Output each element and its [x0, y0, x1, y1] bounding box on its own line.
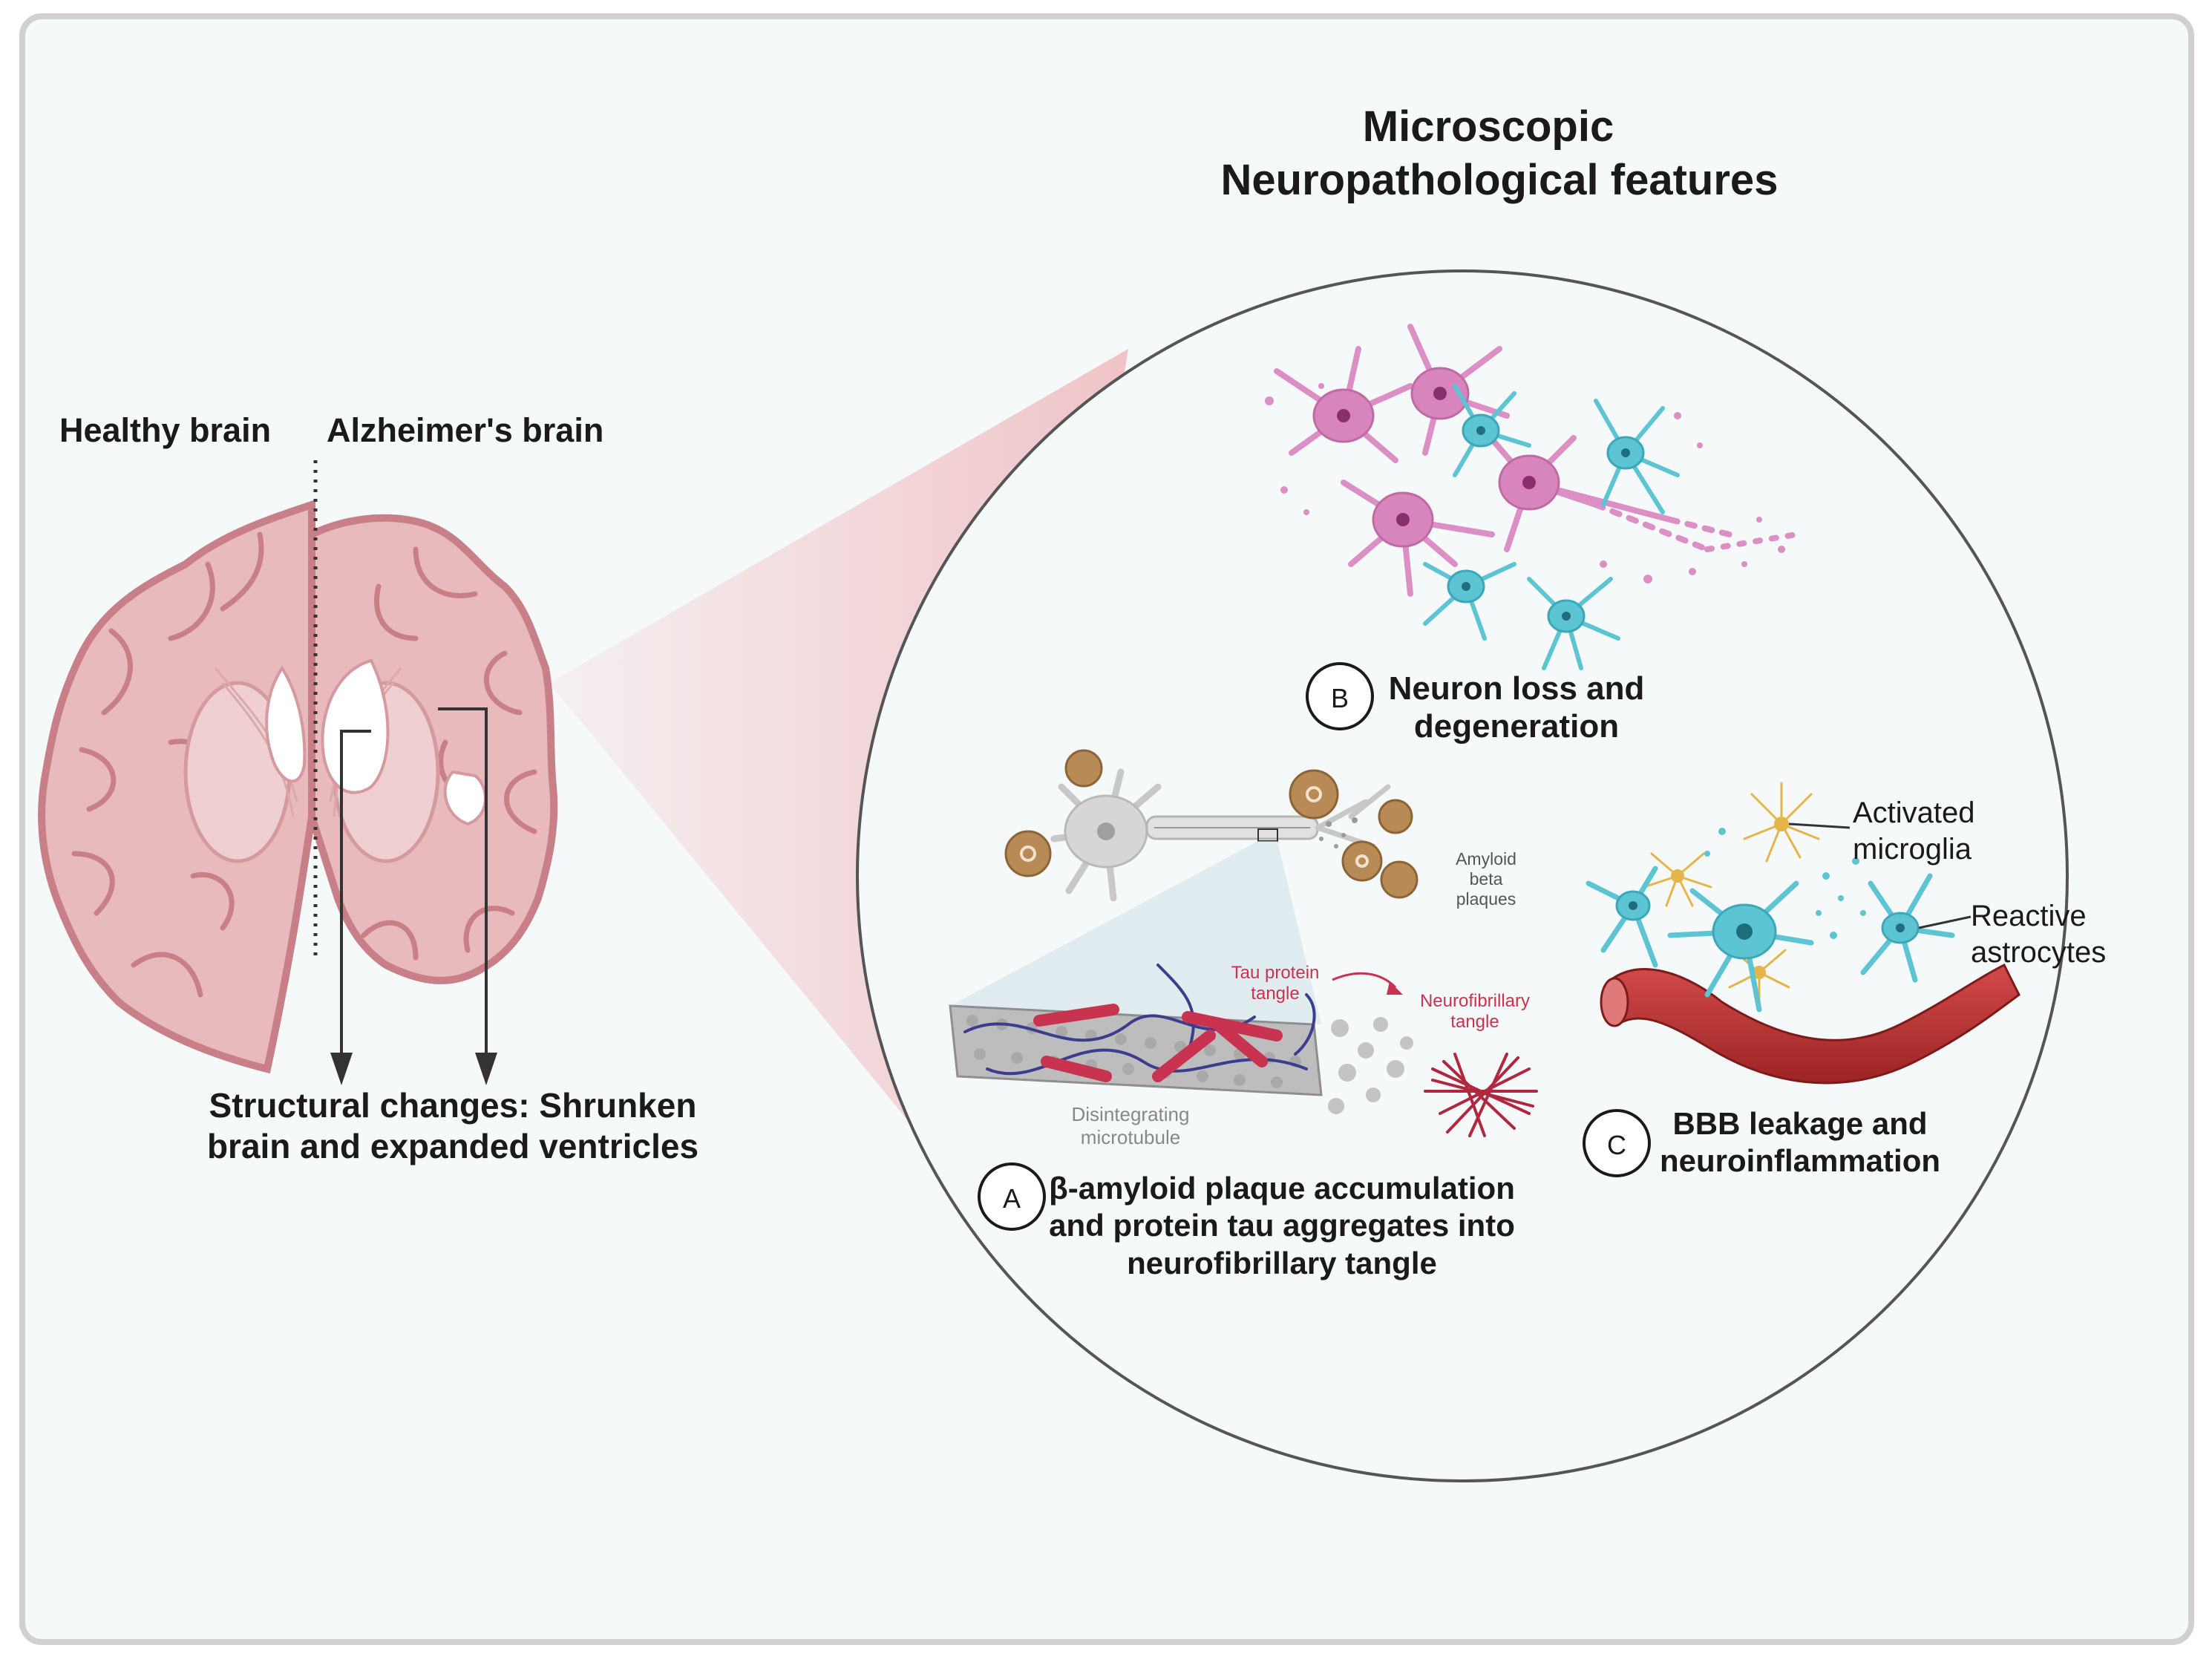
panel-a-letter: A: [1003, 1183, 1021, 1214]
caption-arrows: [340, 707, 488, 1054]
bbb-illustration: [1586, 782, 2020, 1085]
panel-a-caption-line3: neurofibrillary tangle: [1127, 1246, 1437, 1281]
panel-b-caption-line2: degeneration: [1414, 708, 1619, 745]
nft-label-line1: Neurofibrillary: [1420, 991, 1530, 1011]
alzheimers-brain-label: Alzheimer's brain: [327, 411, 603, 449]
title-line1: Microscopic: [1363, 102, 1614, 151]
microtubule-illustration: [949, 964, 1538, 1137]
astrocytes-label-line2: astrocytes: [1971, 936, 2106, 969]
panel-b-letter: B: [1331, 683, 1349, 713]
amyloid-label-line1: Amyloid: [1456, 849, 1516, 869]
microglia-label-line1: Activated: [1853, 797, 1975, 829]
microtubule-label-line1: Disintegrating: [1072, 1103, 1190, 1125]
structural-caption-line2: brain and expanded ventricles: [207, 1127, 698, 1165]
brain-section-illustration: [38, 500, 558, 1074]
tau-label-line1: Tau protein: [1231, 963, 1320, 983]
nft-label-line2: tangle: [1450, 1012, 1499, 1032]
astrocytes-label-line1: Reactive: [1971, 900, 2087, 932]
microglia-label-line2: microglia: [1853, 833, 1972, 866]
alzheimer-sulcus-gap: [443, 770, 487, 826]
amyloid-label-line2: beta: [1470, 869, 1503, 889]
microscopic-circle: [856, 269, 2069, 1482]
title-line2: Neuropathological features: [1221, 156, 1779, 204]
healthy-brain-label: Healthy brain: [59, 411, 271, 449]
amyloid-neuron-illustration: [1004, 749, 1419, 902]
panel-a-caption-line2: and protein tau aggregates into: [1049, 1208, 1515, 1243]
panel-a-badge: [978, 1162, 1046, 1231]
amyloid-label-line3: plaques: [1456, 889, 1516, 909]
healthy-hemisphere: [38, 500, 315, 1074]
panel-a-caption-line1: β-amyloid plaque accumulation: [1049, 1171, 1515, 1206]
panel-c-letter: C: [1607, 1130, 1626, 1160]
panel-c-badge: [1583, 1109, 1651, 1177]
panel-b-caption-line1: Neuron loss and: [1389, 670, 1645, 707]
structural-caption-line1: Structural changes: Shrunken: [209, 1086, 697, 1125]
healthy-ventricle: [265, 665, 307, 783]
arrow-head-right: [475, 1053, 497, 1085]
arrow-head-left: [330, 1053, 353, 1085]
tau-label-line2: tangle: [1251, 984, 1299, 1004]
panel-c-caption-line2: neuroinflammation: [1660, 1143, 1940, 1178]
panel-c-caption-line1: BBB leakage and: [1672, 1106, 1927, 1141]
panel-b-badge: [1306, 662, 1374, 730]
neuron-cluster-illustration: [1265, 324, 1799, 670]
microtubule-zoom-cone: [950, 841, 1321, 1024]
microtubule-label-line2: microtubule: [1081, 1126, 1180, 1148]
